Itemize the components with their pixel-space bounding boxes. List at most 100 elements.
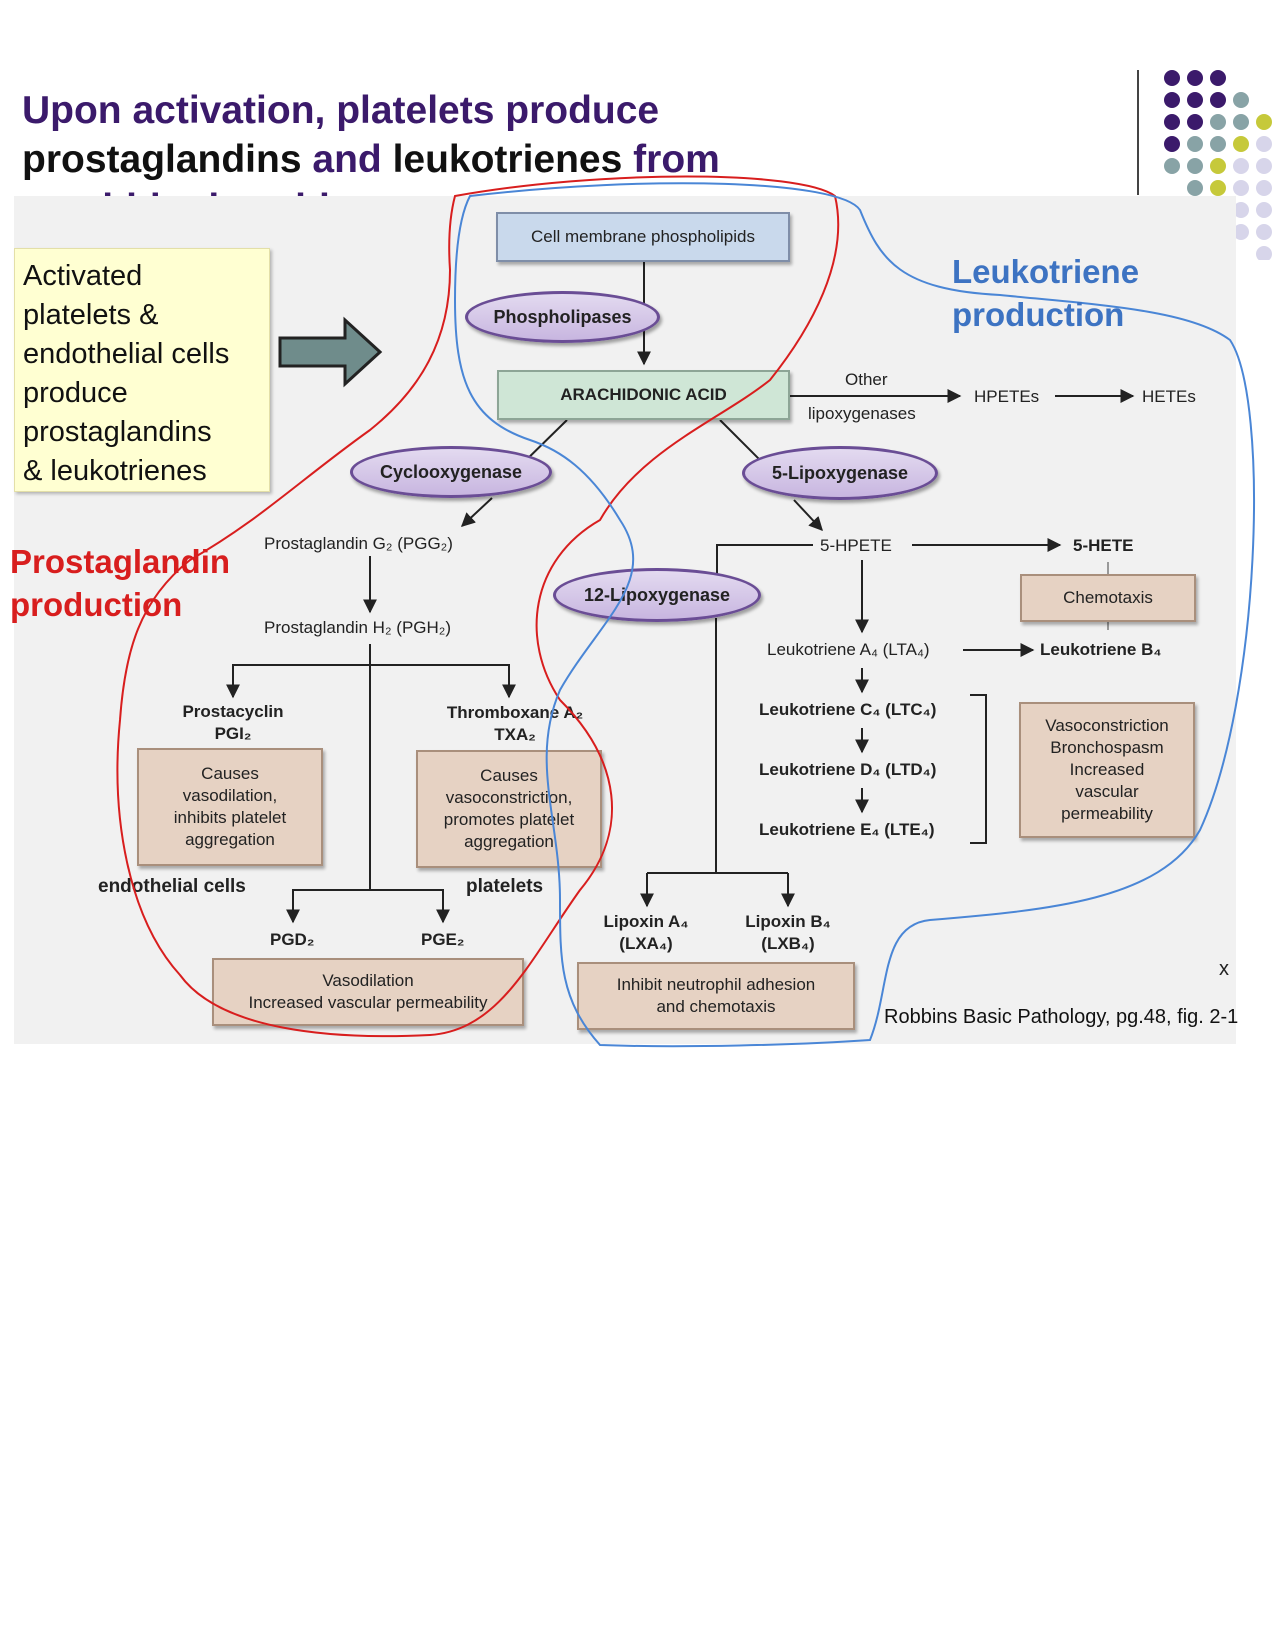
other-label: Other: [845, 370, 888, 389]
vasoconstriction-box: Vasoconstriction Bronchospasm Increased …: [1019, 702, 1195, 838]
title-prostaglandins: prostaglandins: [22, 138, 302, 181]
effect-line: aggregation: [464, 832, 554, 851]
decorative-dot: [1164, 114, 1180, 130]
hand-drawn-outlines: [116, 175, 1255, 1048]
decorative-dot: [1256, 136, 1272, 152]
title-line-1: Upon activation, platelets produce: [22, 89, 660, 132]
effect-line: Vasodilation: [322, 971, 414, 990]
platelets-label: platelets: [466, 876, 544, 897]
lipoxin-b4-label: Lipoxin B₄ (LXB₄): [731, 911, 845, 955]
decorative-dot: [1233, 224, 1249, 240]
leukotriene-production-label: Leukotriene production: [952, 250, 1139, 336]
prostaglandin-line: Prostaglandin: [10, 543, 231, 580]
decorative-dot: [1233, 92, 1249, 108]
decorative-dot: [1210, 70, 1226, 86]
lxa4-line: (LXA₄): [619, 934, 673, 953]
bracket-cys-leukotrienes: [970, 694, 987, 844]
decorative-dot: [1164, 158, 1180, 174]
lxb4-line: (LXB₄): [761, 934, 815, 953]
callout-arrow: [278, 316, 383, 388]
lipoxin-a4-line: Lipoxin A₄: [603, 912, 689, 931]
decorative-dot: [1256, 224, 1272, 240]
decorative-dot: [1164, 70, 1180, 86]
effect-line: Increased vascular permeability: [248, 993, 488, 1012]
arrow-cox-to-pgg2: [460, 497, 493, 527]
cell-membrane-box: Cell membrane phospholipids: [496, 212, 790, 262]
effect-line: permeability: [1061, 804, 1153, 823]
pgd2-label: PGD₂: [270, 930, 315, 949]
callout-line: platelets &: [23, 299, 159, 331]
callout-line: endothelial cells: [23, 338, 230, 370]
title-and: and: [301, 138, 393, 181]
decorative-dot: [1187, 158, 1203, 174]
decorative-dot: [1164, 92, 1180, 108]
right-arrow-icon: [278, 316, 383, 388]
effect-line: Inhibit neutrophil adhesion: [616, 975, 816, 994]
decorative-dot: [1187, 114, 1203, 130]
5-lipoxygenase-pill: 5-Lipoxygenase: [742, 446, 938, 500]
decorative-dot: [1256, 246, 1272, 260]
effect-line: Vasoconstriction: [1045, 716, 1169, 735]
cyclooxygenase-pill: Cyclooxygenase: [350, 446, 552, 498]
pgg2-label: Prostaglandin G₂ (PGG₂): [264, 534, 453, 553]
source-citation: Robbins Basic Pathology, pg.48, fig. 2-1: [884, 1006, 1239, 1028]
pgh2-label: Prostaglandin H₂ (PGH₂): [264, 618, 452, 637]
decorative-dot: [1233, 202, 1249, 218]
txa2-line: TXA₂: [494, 725, 536, 744]
prostacyclin-label: Prostacyclin PGI₂: [173, 701, 293, 745]
decorative-dot: [1210, 158, 1226, 174]
title-leukotrienes: leukotrienes: [392, 138, 623, 181]
callout-line: & leukotrienes: [23, 455, 207, 487]
lipoxin-a4-label: Lipoxin A₄ (LXA₄): [590, 911, 702, 955]
decorative-dot: [1233, 158, 1249, 174]
chemotaxis-box: Chemotaxis: [1020, 574, 1196, 622]
effect-line: vasoconstriction,: [445, 788, 573, 807]
title-from: from: [622, 138, 720, 181]
effect-line: promotes platelet: [443, 810, 575, 829]
decorative-dot: [1210, 92, 1226, 108]
decorative-dot-grid: [1164, 70, 1272, 260]
decorative-dot: [1233, 136, 1249, 152]
arachidonic-acid-box: ARACHIDONIC ACID: [497, 370, 790, 420]
effect-line: aggregation: [185, 830, 275, 849]
effect-line: inhibits platelet: [173, 808, 287, 827]
5-hpete-label: 5-HPETE: [820, 536, 892, 555]
decorative-dot: [1256, 180, 1272, 196]
prostaglandin-outline: [116, 175, 840, 1038]
ltb4-label: Leukotriene B₄: [1040, 640, 1162, 659]
effect-line: vasodilation,: [182, 786, 278, 805]
lta4-label: Leukotriene A₄ (LTA₄): [767, 640, 930, 659]
pgi2-effect-box: Causes vasodilation, inhibits platelet a…: [137, 748, 323, 866]
txa2-effect-box: Causes vasoconstriction, promotes platel…: [416, 750, 602, 868]
callout-line: Activated: [23, 260, 143, 292]
production-line: production: [952, 296, 1125, 333]
effect-line: Increased: [1069, 760, 1145, 779]
vasodilation-box: Vasodilation Increased vascular permeabi…: [212, 958, 524, 1026]
divider-line: [1137, 70, 1139, 195]
title-line-2: prostaglandins and leukotrienes from: [22, 135, 922, 184]
lipoxin-b4-line: Lipoxin B₄: [745, 912, 831, 931]
x-mark: x: [1219, 958, 1229, 980]
prostacyclin-line: Prostacyclin: [182, 702, 284, 721]
effect-line: vascular: [1075, 782, 1139, 801]
lte4-label: Leukotriene E₄ (LTE₄): [759, 820, 935, 839]
decorative-dot: [1187, 180, 1203, 196]
5-hete-label: 5-HETE: [1073, 536, 1134, 555]
line-5hpete-to-12lox: [716, 544, 813, 578]
decorative-dot: [1187, 70, 1203, 86]
phospholipases-pill: Phospholipases: [465, 291, 660, 343]
effect-line: Bronchospasm: [1050, 738, 1164, 757]
thromboxane-line: Thromboxane A₂: [446, 703, 584, 722]
effect-line: Causes: [201, 764, 259, 783]
ltc4-label: Leukotriene C₄ (LTC₄): [759, 700, 937, 719]
hpetes-label: HPETEs: [974, 387, 1040, 406]
callout-line: prostaglandins: [23, 416, 212, 448]
decorative-dot: [1256, 114, 1272, 130]
decorative-dot: [1187, 92, 1203, 108]
lipoxin-effect-box: Inhibit neutrophil adhesion and chemotax…: [577, 962, 855, 1030]
effect-line: and chemotaxis: [656, 997, 776, 1016]
decorative-dot: [1164, 136, 1180, 152]
decorative-dot: [1256, 158, 1272, 174]
lipoxygenases-label: lipoxygenases: [808, 404, 916, 423]
decorative-dot: [1256, 202, 1272, 218]
